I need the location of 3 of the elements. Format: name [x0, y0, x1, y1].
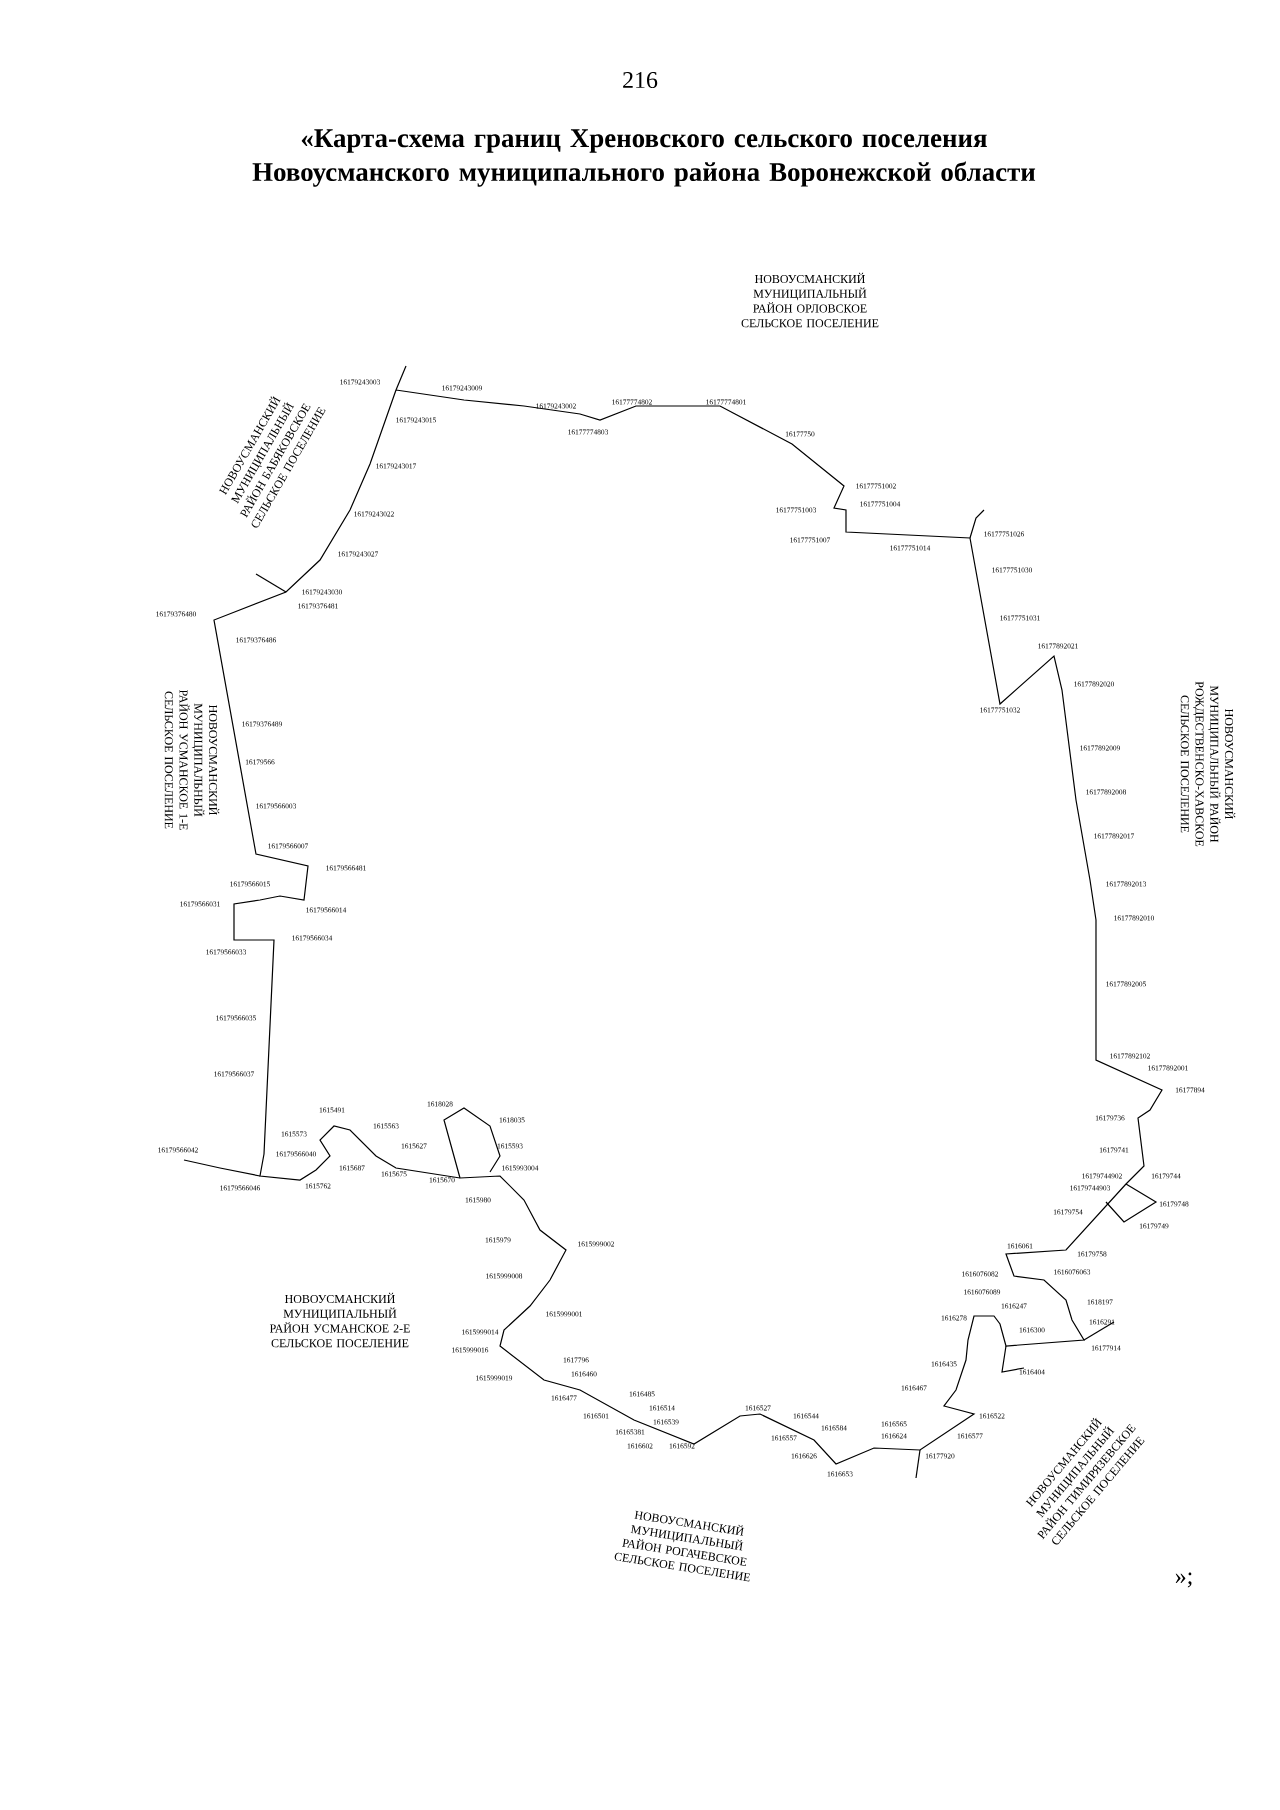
- closing-quote: »;: [1175, 1572, 1192, 1588]
- title: «Карта-схема границ Хреновского сельского поселения Новоусманского муниципального района Воронежской области: [252, 129, 1036, 187]
- page-number: 216: [623, 71, 658, 89]
